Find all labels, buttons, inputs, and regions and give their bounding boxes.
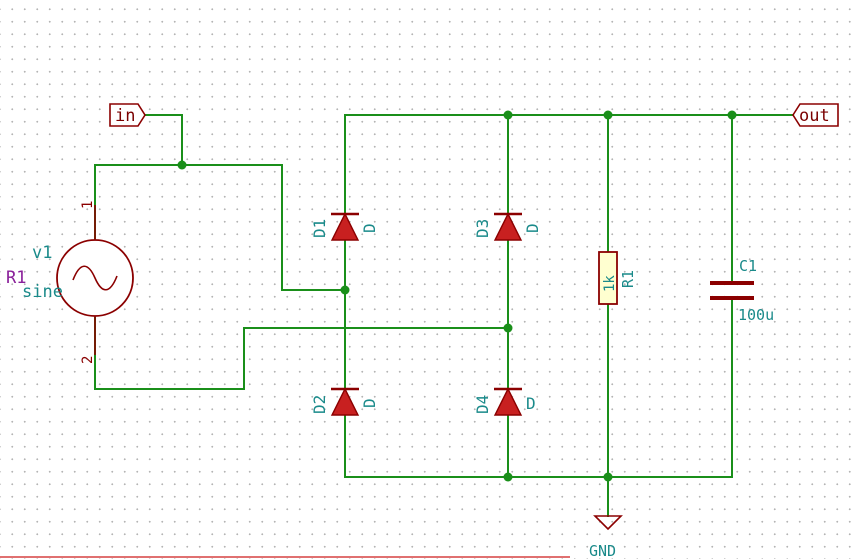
diode-d1[interactable]: D1 D xyxy=(310,212,379,241)
resistor-body xyxy=(598,251,618,305)
global-label-in[interactable]: in xyxy=(109,103,146,127)
sine-wave-icon xyxy=(72,265,118,291)
junction-dot xyxy=(603,110,613,120)
junction-dot xyxy=(727,110,737,120)
resistor-r1[interactable]: 1k R1 xyxy=(598,251,637,305)
junction-dot xyxy=(603,472,613,482)
global-label-out-text: out xyxy=(799,106,830,126)
diode-d2-ref: D2 xyxy=(310,395,329,414)
junctions xyxy=(177,110,737,482)
junction-dot xyxy=(503,110,513,120)
junction-dot xyxy=(177,160,187,170)
diode-d4-value: D xyxy=(526,394,536,413)
wire-in[interactable] xyxy=(144,114,183,166)
diode-d3[interactable]: D3 D xyxy=(473,212,542,241)
source-pin2-number: 2 xyxy=(80,356,96,364)
resistor-value: 1k xyxy=(602,275,618,292)
diode-d3-ref: D3 xyxy=(473,219,492,238)
diode-d2-value: D xyxy=(360,398,379,408)
capacitor-ref: C1 xyxy=(739,257,757,275)
junction-dot xyxy=(503,472,513,482)
junction-dot xyxy=(340,285,350,295)
wires xyxy=(94,114,794,517)
voltage-source[interactable]: 1 2 v1 R1 sine xyxy=(6,201,134,364)
junction-dot xyxy=(503,323,513,333)
wire-source-pin1[interactable] xyxy=(94,164,346,291)
resistor-ref: R1 xyxy=(619,270,637,288)
gnd-label: GND xyxy=(589,542,616,559)
source-ref: v1 xyxy=(32,243,52,263)
global-label-in-text: in xyxy=(115,106,135,126)
gnd-symbol[interactable]: GND xyxy=(589,515,623,559)
capacitor-c1[interactable]: C1 100u xyxy=(710,257,774,324)
diode-d4[interactable]: D4 D xyxy=(473,387,536,416)
source-overlap-ref: R1 xyxy=(6,268,26,288)
diode-d4-ref: D4 xyxy=(473,395,492,414)
ground-icon xyxy=(593,515,623,531)
wire-source-pin2[interactable] xyxy=(94,317,509,390)
diode-d1-ref: D1 xyxy=(310,219,329,238)
source-value: sine xyxy=(22,282,63,302)
diode-d3-value: D xyxy=(523,223,542,233)
diode-d1-value: D xyxy=(360,223,379,233)
capacitor-value: 100u xyxy=(738,306,774,324)
global-label-out[interactable]: out xyxy=(792,103,839,127)
diode-d2[interactable]: D2 D xyxy=(310,387,379,416)
source-pin1-number: 1 xyxy=(80,201,96,209)
